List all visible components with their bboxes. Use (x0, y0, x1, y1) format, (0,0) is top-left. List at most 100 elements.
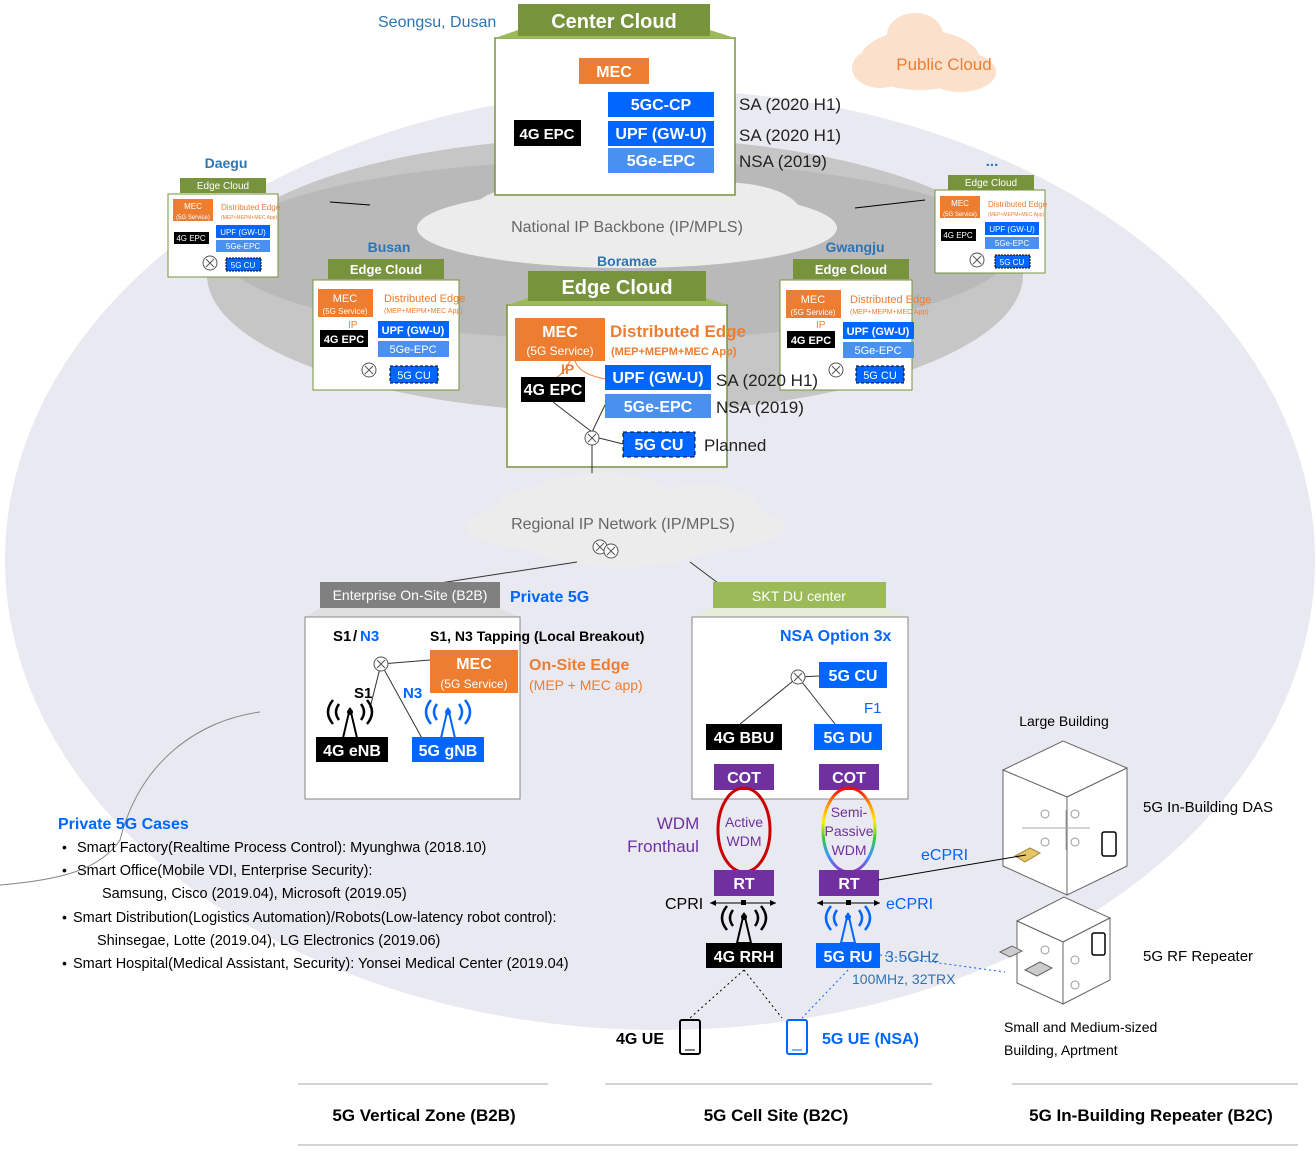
edge-busan-upf: UPF (GW-U) (382, 325, 445, 337)
edge-gwangju-label: Gwangju (825, 239, 884, 255)
freq-label: 3.5GHz (885, 949, 939, 966)
enterprise-mec-sub: (5G Service) (440, 677, 507, 691)
edge-boramae-mec: MEC (542, 324, 578, 341)
ecpri-label-2: eCPRI (886, 896, 933, 913)
zone-cell-site: 5G Cell Site (B2C) (704, 1106, 849, 1125)
svg-text:•: • (62, 909, 67, 925)
edge-boramae-nsa: NSA (2019) (716, 398, 804, 417)
small-building-label-2: Building, Aprtment (1004, 1042, 1118, 1058)
rt-2: RT (838, 876, 860, 893)
edge-busan: Busan Edge Cloud MEC (5G Service) Distri… (312, 239, 465, 391)
du-5g-cu: 5G CU (829, 668, 878, 685)
onsite-edge-sub: (MEP + MEC app) (529, 677, 643, 693)
edge-daegu-4g-epc: 4G EPC (176, 234, 206, 243)
left-arc (0, 711, 261, 886)
center-mec: MEC (596, 64, 632, 81)
phone-4g-icon (679, 1019, 701, 1055)
case-1: Smart Factory(Realtime Process Control):… (77, 840, 486, 856)
zone-b2b: 5G Vertical Zone (B2B) (332, 1106, 515, 1125)
phone-5g-icon (786, 1019, 808, 1055)
edge-boramae-sa: SA (2020 H1) (716, 371, 818, 390)
center-sa-2: SA (2020 H1) (739, 126, 841, 145)
enterprise-onsite: Enterprise On-Site (B2B) Private 5G S1 /… (304, 582, 644, 800)
private-5g-label: Private 5G (510, 589, 589, 606)
active-label-2: WDM (727, 833, 762, 849)
semi-label-2: Passive (824, 823, 873, 839)
edge-boramae-cu: 5G CU (635, 437, 684, 454)
edge-boramae-dist: Distributed Edge (610, 322, 746, 341)
zone-repeater: 5G In-Building Repeater (B2C) (1029, 1106, 1273, 1125)
edge-gwangju: Gwangju Edge Cloud MEC (5G Service) Dist… (779, 239, 931, 391)
active-label-1: Active (725, 814, 763, 830)
edge-ellipsis-upf: UPF (GW-U) (989, 225, 1035, 234)
edge-ellipsis-cu: 5G CU (1000, 258, 1025, 267)
edge-ellipsis-dist: Distributed Edge (988, 200, 1048, 209)
edge-busan-4g-epc: 4G EPC (324, 334, 364, 346)
edge-ellipsis-5ge-epc: 5Ge-EPC (995, 239, 1029, 248)
edge-gwangju-4g-epc: 4G EPC (791, 335, 831, 347)
rt-1: RT (733, 876, 755, 893)
case-3b: Shinsegae, Lotte (2019.04), LG Electroni… (97, 933, 440, 949)
edge-daegu-mec-sub: (5G Service) (176, 215, 210, 221)
edge-boramae-5ge-epc: 5Ge-EPC (624, 399, 693, 416)
edge-boramae-upf: UPF (GW-U) (612, 370, 703, 387)
enterprise-title: Enterprise On-Site (B2B) (333, 587, 488, 603)
edge-ellipsis-label: ... (986, 153, 999, 170)
edge-daegu-label: Daegu (205, 155, 248, 171)
regional-network-label: Regional IP Network (IP/MPLS) (511, 516, 735, 533)
freq-sub-label: 100MHz, 32TRX (852, 971, 956, 987)
semi-label-3: WDM (832, 842, 867, 858)
center-5ge-epc: 5Ge-EPC (627, 153, 696, 170)
edge-ellipsis-mec-sub: (5G Service) (943, 212, 977, 218)
edge-gwangju-title: Edge Cloud (815, 262, 887, 277)
du-center-title: SKT DU center (752, 588, 846, 604)
public-cloud: Public Cloud (852, 13, 996, 92)
regional-network-cloud: Regional IP Network (IP/MPLS) (465, 473, 785, 567)
enterprise-mec: MEC (456, 656, 492, 673)
edge-boramae: Boramae Edge Cloud MEC (5G Service) Dist… (506, 253, 818, 468)
du-5g-du: 5G DU (824, 730, 873, 747)
center-location: Seongsu, Dusan (378, 14, 496, 31)
edge-gwangju-mec: MEC (801, 294, 826, 306)
edge-busan-ip: IP (348, 320, 358, 331)
edge-daegu-upf: UPF (GW-U) (220, 228, 266, 237)
cpri-label: CPRI (665, 896, 703, 913)
enterprise-s1b: S1 (354, 685, 372, 702)
large-building-label: Large Building (1019, 713, 1109, 729)
edge-gwangju-dist-sub: (MEP+MEPM+MEC App) (850, 309, 929, 316)
edge-ellipsis-4g-epc: 4G EPC (943, 231, 973, 240)
edge-daegu-cu: 5G CU (231, 261, 256, 270)
enterprise-n3: N3 (360, 628, 379, 645)
large-building-icon (1001, 740, 1129, 896)
center-nsa: NSA (2019) (739, 152, 827, 171)
edge-boramae-planned: Planned (704, 436, 766, 455)
edge-boramae-4g-epc: 4G EPC (524, 382, 583, 399)
edge-busan-mec: MEC (333, 293, 358, 305)
du-f1: F1 (864, 700, 882, 717)
wdm-label: WDM (657, 814, 699, 833)
edge-ellipsis-title: Edge Cloud (965, 178, 1017, 189)
center-upf: UPF (GW-U) (615, 126, 706, 143)
enterprise-enb: 4G eNB (323, 743, 381, 760)
private-5g-cases: Private 5G Cases • Smart Factory(Realtim… (58, 816, 569, 972)
ru-label: 5G RU (824, 949, 873, 966)
ue-5g-label: 5G UE (NSA) (822, 1031, 919, 1048)
skt-du-center: SKT DU center NSA Option 3x 5G CU F1 4G … (691, 582, 909, 800)
edge-boramae-title: Edge Cloud (561, 277, 672, 299)
du-nsa-option: NSA Option 3x (780, 628, 892, 645)
case-2: Smart Office(Mobile VDI, Enterprise Secu… (77, 863, 372, 879)
edge-gwangju-dist: Distributed Edge (850, 294, 931, 306)
small-building-label-1: Small and Medium-sized (1004, 1019, 1157, 1035)
edge-daegu-dist: Distributed Edge (221, 203, 281, 212)
small-building-icon (998, 896, 1112, 1005)
edge-busan-cu: 5G CU (397, 370, 431, 382)
center-4g-epc: 4G EPC (519, 126, 574, 143)
edge-busan-mec-sub: (5G Service) (323, 307, 368, 316)
edge-gwangju-cu: 5G CU (863, 370, 897, 382)
enterprise-n3b: N3 (403, 685, 422, 702)
edge-gwangju-5ge-epc: 5Ge-EPC (854, 345, 901, 357)
edge-ellipsis: ... Edge Cloud MEC (5G Service) Distribu… (934, 153, 1048, 274)
edge-daegu: Daegu Edge Cloud MEC (5G Service) Distri… (167, 155, 281, 278)
national-backbone-cloud: National IP Backbone (IP/MPLS) (417, 182, 837, 268)
edge-gwangju-mec-sub: (5G Service) (791, 308, 836, 317)
